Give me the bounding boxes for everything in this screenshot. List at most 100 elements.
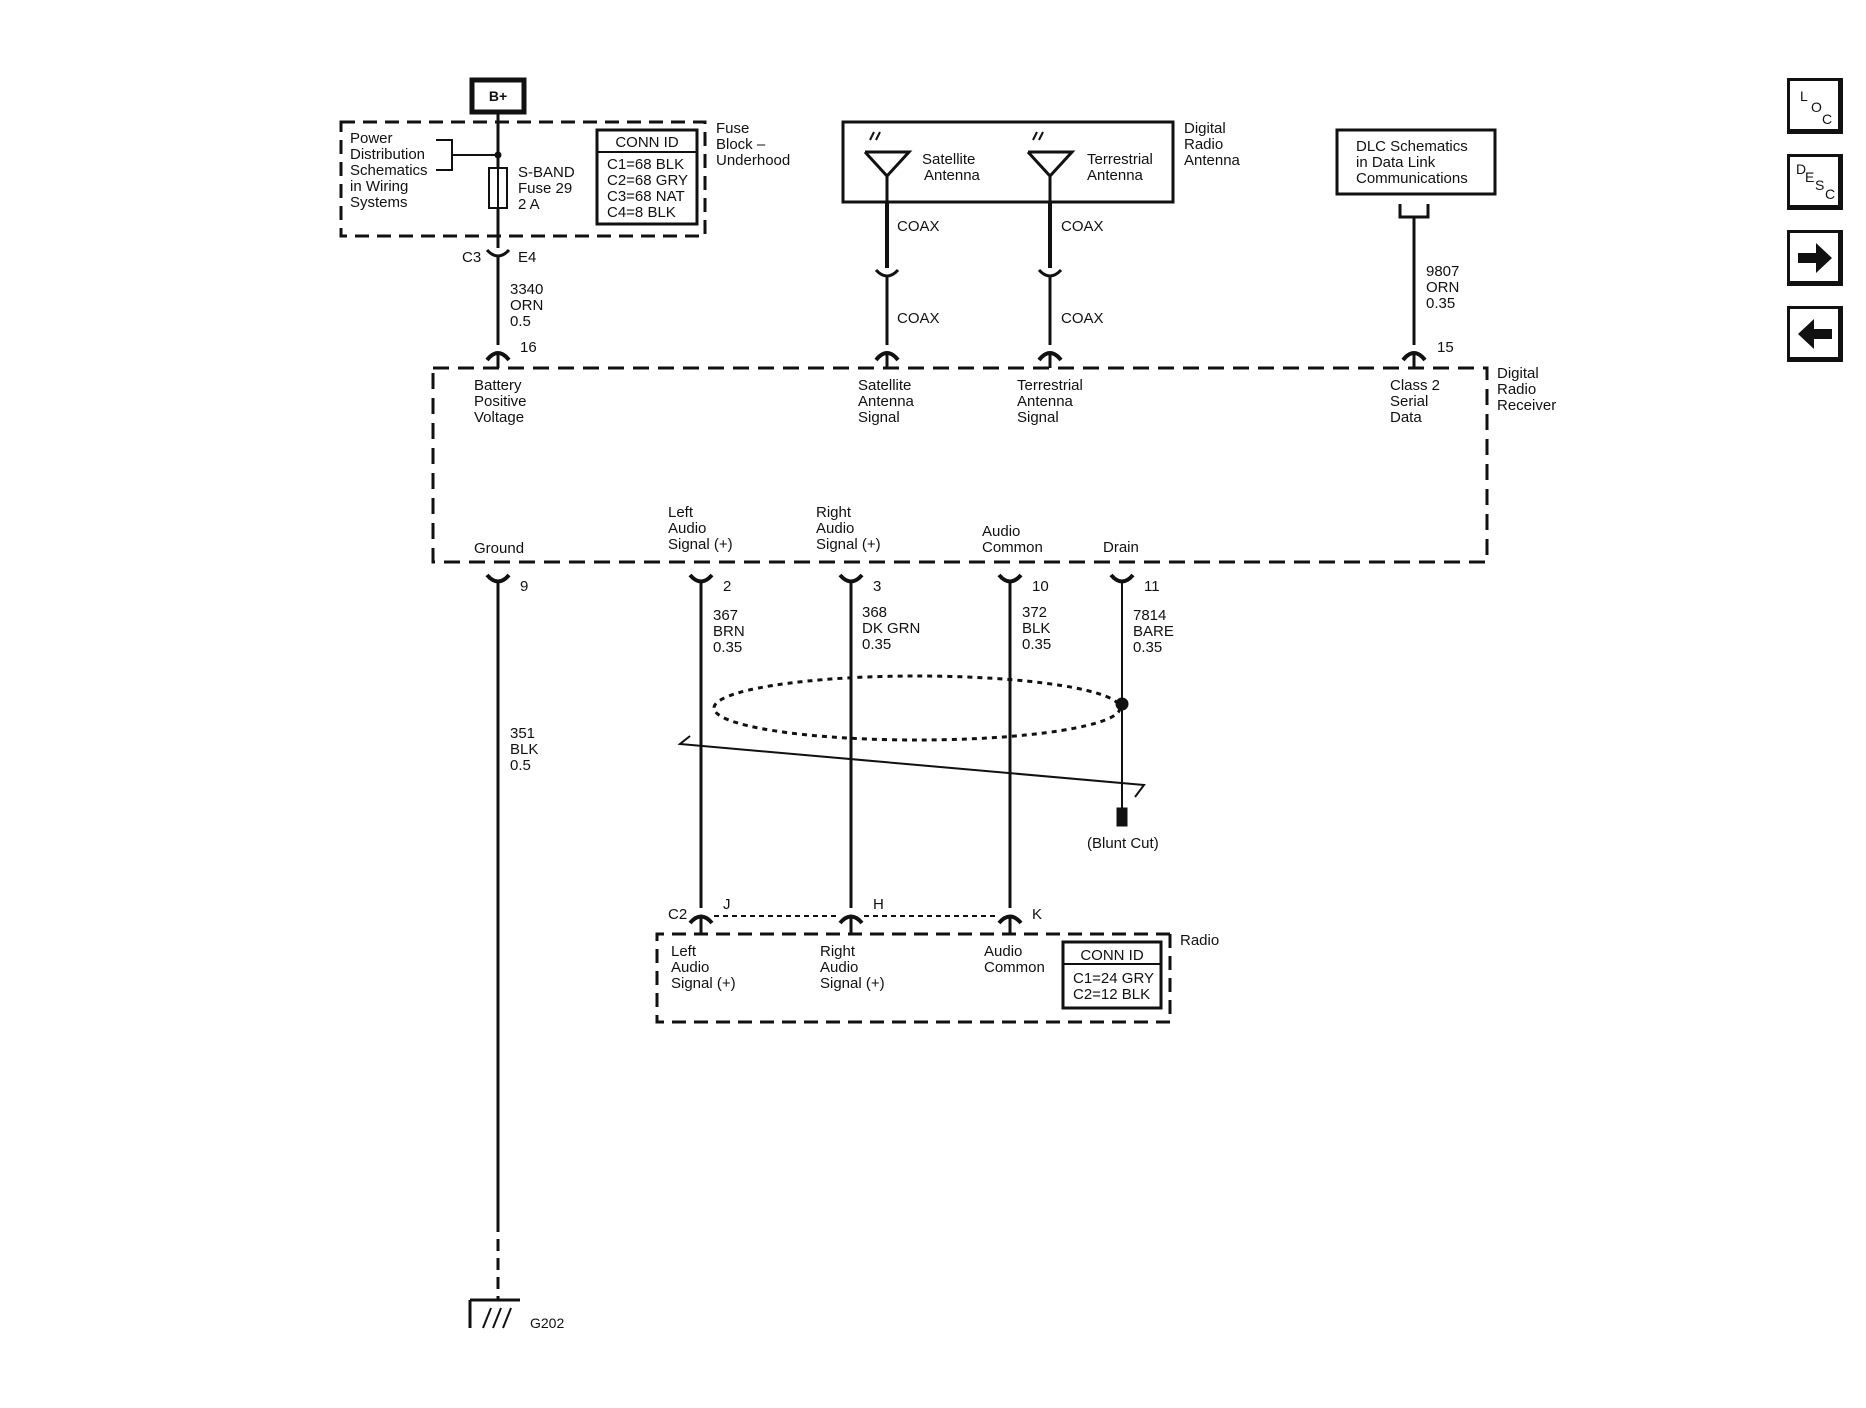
pin-16-number: 16 [520,339,537,356]
right-pin-name-1: Right [816,504,852,521]
pin-2-connector [688,573,714,584]
radio-pin-k: K [1032,906,1042,923]
dlc-box [1335,128,1497,196]
antenna-box [841,120,1175,204]
pin-10-connector [997,573,1023,584]
fuse-conn-id-title: CONN ID [615,134,679,151]
left-pin-name-2: Audio [668,520,706,537]
radio-pin-h: H [873,896,884,913]
radio-label: Radio [1180,932,1219,949]
radio-right-name-2: Audio [820,959,858,976]
blunt-cut-symbol [1116,807,1128,827]
dlc-text-2: in Data Link [1356,154,1436,171]
loc-button[interactable]: L O C [1787,78,1843,134]
connector-c3-e4 [485,248,511,258]
terrestrial-antenna-label-2: Antenna [1087,167,1144,184]
pds-text-5: Systems [350,194,408,211]
left-wire-circuit: 367 [713,607,738,624]
fuse-number: Fuse 29 [518,180,572,197]
battery-pin-name-3: Voltage [474,409,524,426]
left-pin-name-1: Left [668,504,694,521]
radio-pin-j: J [723,896,731,913]
pds-text-1: Power [350,130,393,147]
common-pin-name-1: Audio [982,523,1020,540]
radio-common-name-1: Audio [984,943,1022,960]
fuse-conn-id-box [595,128,699,226]
terrestrial-pin-name-1: Terrestrial [1017,377,1083,394]
pin-3-number: 3 [873,578,881,595]
common-pin-name-2: Common [982,539,1043,556]
battery-wire-circuit: 3340 [510,281,543,298]
desc-letter-e: E [1805,169,1815,185]
antenna-label-3: Antenna [1184,152,1241,169]
terrestrial-coax-label-top: COAX [1061,218,1104,235]
previous-button[interactable] [1787,306,1843,362]
battery-pin-name-1: Battery [474,377,522,394]
satellite-pin-name-1: Satellite [858,377,911,394]
loc-letter-c: C [1822,111,1833,127]
antenna-label-1: Digital [1184,120,1226,137]
radio-connector-c2: C2 [668,906,687,923]
pin-15-number: 15 [1437,339,1454,356]
ground-g202-label: G202 [530,1315,564,1331]
radio-conn-id-box [1061,940,1163,1010]
next-button[interactable] [1787,230,1843,286]
common-wire-color: BLK [1022,620,1050,637]
pin-10-number: 10 [1032,578,1049,595]
pds-text-2: Distribution [350,146,425,163]
drain-pin-name: Drain [1103,539,1139,556]
connector-c3-label: C3 [462,249,481,266]
right-wire-circuit: 368 [862,604,887,621]
class2-pin-name-1: Class 2 [1390,377,1440,394]
left-wire-color: BRN [713,623,745,640]
arrow-left-icon [1798,319,1832,349]
radio-conn-c2: C2=12 BLK [1073,986,1150,1003]
class2-pin-name-3: Data [1390,409,1422,426]
ground-wire-color: BLK [510,741,538,758]
loc-letter-l: L [1800,88,1808,104]
pin-3-connector [838,573,864,584]
desc-letter-c: C [1825,186,1836,202]
satellite-antenna-label-1: Satellite [922,151,975,168]
terrestrial-pin-name-2: Antenna [1017,393,1074,410]
right-pin-name-3: Signal (+) [816,536,881,553]
dlc-wire-size: 0.35 [1426,295,1455,312]
left-wire-size: 0.35 [713,639,742,656]
dlc-wire-color: ORN [1426,279,1459,296]
blunt-cut-label: (Blunt Cut) [1087,835,1159,852]
satellite-coax-label-top: COAX [897,218,940,235]
fuse-block-outline [339,120,707,238]
right-wire-color: DK GRN [862,620,920,637]
dlc-wire-circuit: 9807 [1426,263,1459,280]
terrestrial-coax-label-bottom: COAX [1061,310,1104,327]
radio-common-name-2: Common [984,959,1045,976]
fuse-conn-c2: C2=68 GRY [607,172,688,189]
dlc-text-1: DLC Schematics [1356,138,1468,155]
battery-wire-color: ORN [510,297,543,314]
dlc-text-3: Communications [1356,170,1468,187]
fuse-block-label-2: Block – [716,136,766,153]
ground-wire-circuit: 351 [510,725,535,742]
fuse-conn-c3: C3=68 NAT [607,188,685,205]
bplus-label: B+ [489,88,507,104]
arrow-right-icon [1798,243,1832,273]
radio-right-name-3: Signal (+) [820,975,885,992]
antenna-label-2: Radio [1184,136,1223,153]
fuse-rating: 2 A [518,196,540,213]
terrestrial-pin-name-3: Signal [1017,409,1059,426]
radio-left-name-1: Left [671,943,697,960]
pin-11-number: 11 [1144,578,1160,595]
desc-button[interactable]: D E S C [1787,154,1843,210]
fuse-conn-c4: C4=8 BLK [607,204,676,221]
radio-conn-c1: C1=24 GRY [1073,970,1154,987]
fuse-conn-c1: C1=68 BLK [607,156,684,173]
connector-e4-label: E4 [518,249,536,266]
receiver-label-2: Radio [1497,381,1536,398]
fuse-block-label-1: Fuse [716,120,749,137]
drain-wire-size: 0.35 [1133,639,1162,656]
loc-letter-o: O [1811,99,1822,115]
left-pin-name-3: Signal (+) [668,536,733,553]
drain-wire-color: BARE [1133,623,1174,640]
receiver-outline [431,366,1489,564]
fuse-block-label-3: Underhood [716,152,790,169]
